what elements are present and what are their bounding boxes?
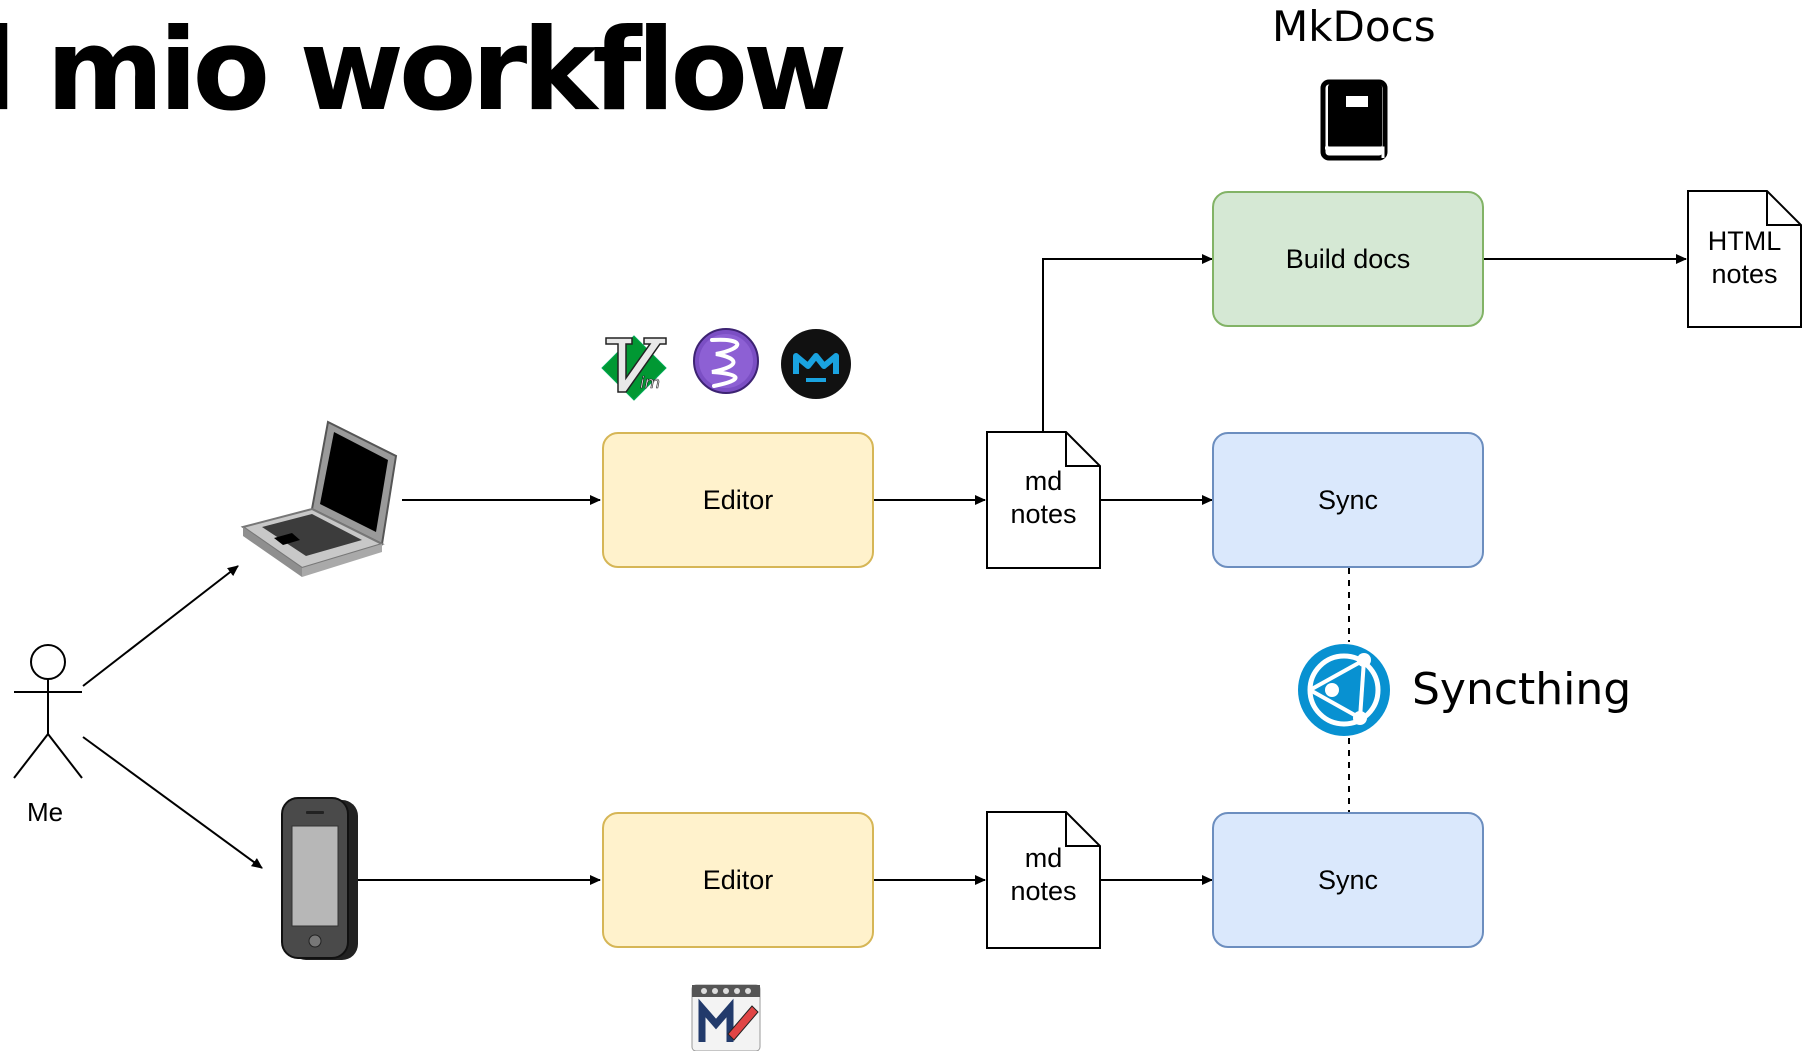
syncthing-icon (1298, 644, 1390, 736)
arrow-me-to-phone (82, 736, 263, 869)
html-notes-line1: HTML (1707, 226, 1782, 256)
mkdocs-book-icon (1320, 79, 1388, 161)
md-notes-top-line1: md (1024, 466, 1063, 496)
sync-label-top: Sync (1317, 484, 1379, 515)
md-notes-bottom: md notes (987, 842, 1100, 908)
md-notes-top-fold (1065, 432, 1100, 467)
html-notes: HTML notes (1688, 225, 1801, 291)
editor-box-bottom: Editor (602, 812, 874, 948)
sync-box-bottom: Sync (1212, 812, 1484, 948)
html-notes-fold (1766, 191, 1801, 226)
build-docs-label: Build docs (1285, 243, 1411, 274)
editor-label-top: Editor (702, 484, 774, 515)
syncthing-label: Syncthing (1412, 664, 1632, 715)
md-notes-top: md notes (987, 465, 1100, 531)
laptop-icon (240, 420, 398, 577)
vim-icon: im (601, 335, 667, 401)
actor-label: Me (27, 797, 64, 827)
html-notes-line2: notes (1711, 259, 1778, 289)
sync-label-bottom: Sync (1317, 864, 1379, 895)
sync-box-top: Sync (1212, 432, 1484, 568)
smartphone-icon (281, 797, 358, 960)
md-notes-bottom-line2: notes (1010, 876, 1077, 906)
markor-icon (691, 984, 761, 1051)
markdown-editor-icon (781, 329, 851, 399)
editor-label-bottom: Editor (702, 864, 774, 895)
emacs-icon (693, 328, 759, 394)
page-title: l mio workflow (0, 4, 847, 136)
editor-box-top: Editor (602, 432, 874, 568)
mkdocs-label: MkDocs (1272, 2, 1436, 51)
stick-figure-icon (13, 644, 83, 779)
build-docs-box: Build docs (1212, 191, 1484, 327)
svg-text:im: im (640, 373, 660, 392)
md-notes-top-line2: notes (1010, 499, 1077, 529)
arrow-md-to-build (1042, 254, 1213, 432)
arrow-me-to-laptop (82, 565, 239, 687)
md-notes-bottom-fold (1065, 812, 1100, 847)
md-notes-bottom-line1: md (1024, 843, 1063, 873)
